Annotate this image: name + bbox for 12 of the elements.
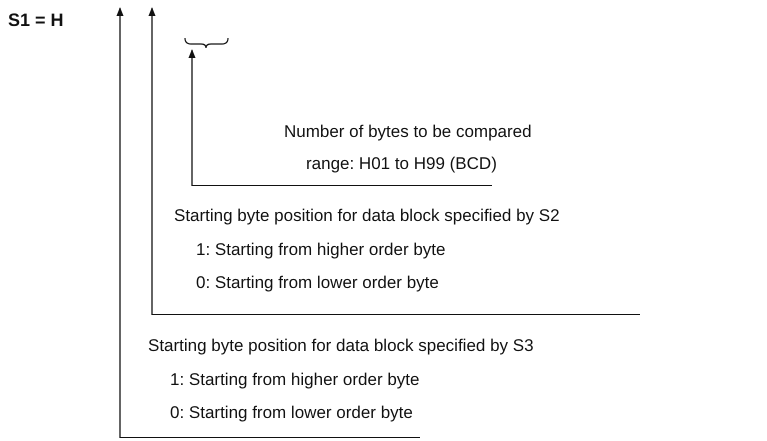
register-label: S1 = H	[8, 10, 64, 31]
option-text: 1: Starting from higher order byte	[196, 240, 446, 260]
option-text: 1: Starting from higher order byte	[170, 370, 420, 390]
heading-text: Starting byte position for data block specified by S3	[148, 336, 534, 356]
heading-text: Number of bytes to be compared	[284, 122, 532, 142]
leader-arrow	[188, 49, 196, 186]
leader-arrow	[148, 7, 156, 315]
leader-arrow	[116, 7, 124, 438]
option-text: 0: Starting from lower order byte	[196, 273, 439, 293]
option-text: 0: Starting from lower order byte	[170, 403, 413, 423]
heading-text: Starting byte position for data block specified by S2	[174, 206, 560, 226]
option-text: range: H01 to H99 (BCD)	[306, 154, 497, 174]
